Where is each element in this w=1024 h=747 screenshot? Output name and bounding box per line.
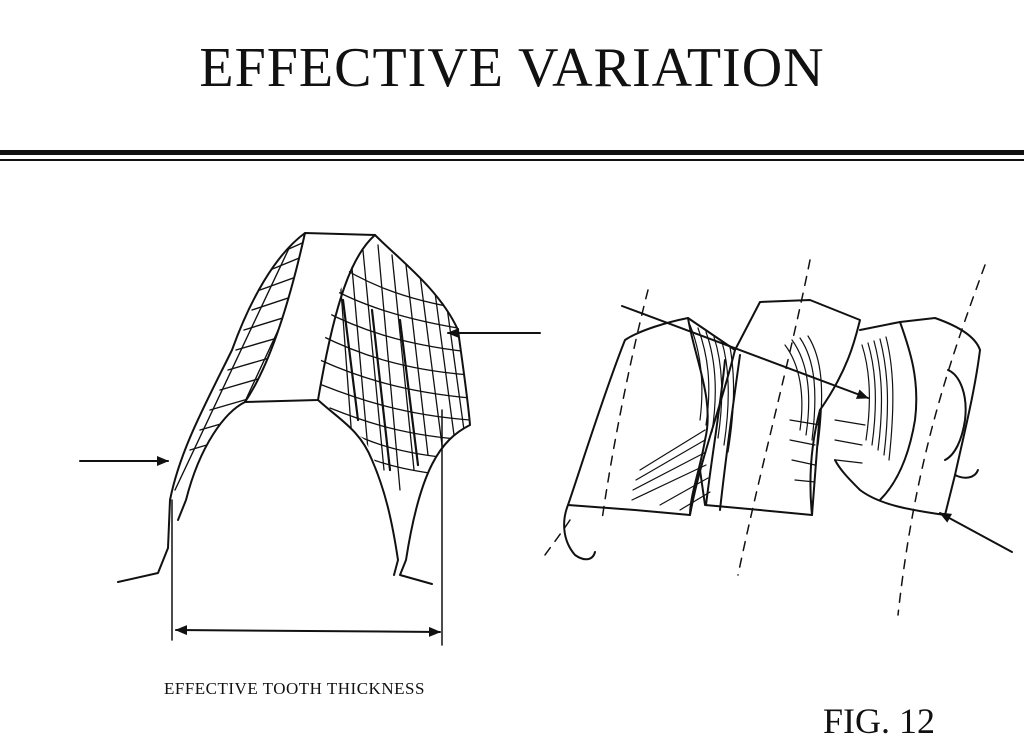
mesh-left-block — [567, 317, 736, 516]
tooth-thickness-caption: EFFECTIVE TOOTH THICKNESS — [164, 679, 425, 698]
gear-tooth-drawing — [79, 232, 541, 646]
mesh-right-flank-shading — [834, 336, 894, 464]
mesh-right-block — [834, 317, 981, 516]
header-divider-thick — [0, 150, 1024, 155]
figure-number-label: FIG. 12 — [823, 701, 936, 741]
page-title: EFFECTIVE VARIATION — [199, 37, 825, 99]
tooth-left-flank — [117, 232, 306, 583]
mesh-center-flank-shading — [784, 335, 823, 483]
pitch-line-arrow — [621, 305, 869, 399]
tooth-thickness-dimension-arrow — [175, 625, 441, 637]
mesh-right-bore — [944, 369, 967, 461]
gear-mesh-drawing — [544, 259, 1013, 616]
mesh-center-block — [699, 299, 861, 516]
mesh-flank-pointer-arrow — [939, 512, 1013, 553]
tooth-top-land — [244, 232, 376, 403]
pitch-reference-curves — [544, 259, 986, 616]
header-divider-thin — [0, 159, 1024, 161]
